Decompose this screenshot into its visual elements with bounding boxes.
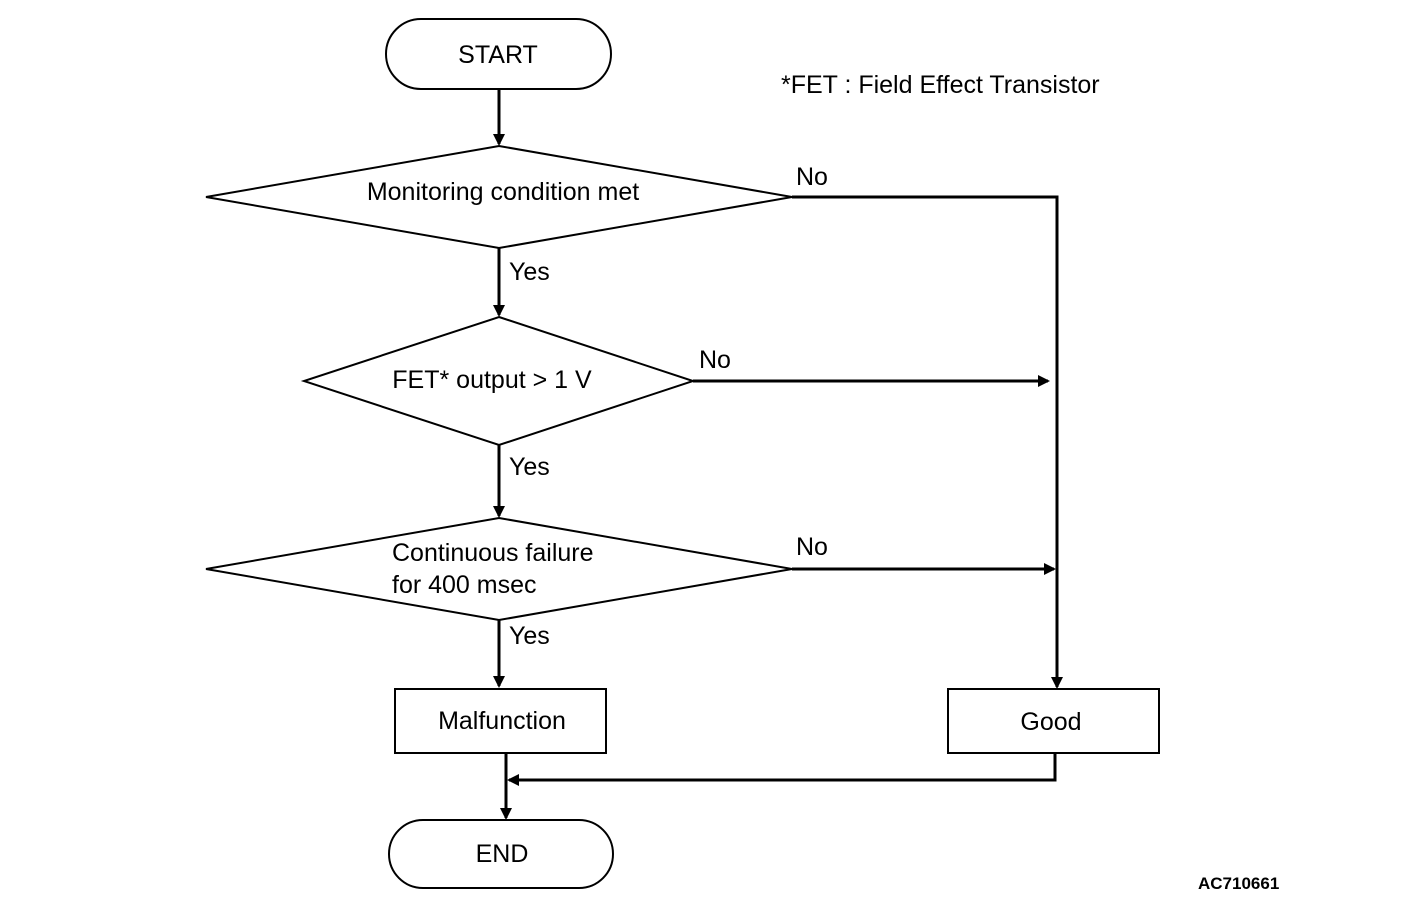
good-label: Good	[1020, 708, 1082, 736]
arrow-good-to-end	[507, 753, 1057, 786]
arrow-monitoring-no	[792, 195, 1063, 689]
figure-code: AC710661	[1198, 874, 1280, 893]
continuous-failure-label-line2: for 400 msec	[392, 571, 537, 599]
good-box	[947, 688, 1160, 754]
fet-footnote: *FET : Field Effect Transistor	[781, 71, 1100, 99]
malfunction-box	[394, 688, 607, 754]
continuous-failure-label-line1: Continuous failure	[392, 539, 594, 567]
edge-label-fet-no: No	[699, 346, 731, 374]
fet-output-label: FET* output > 1 V	[392, 366, 592, 394]
start-label: START	[458, 41, 538, 69]
edge-label-fet-yes: Yes	[509, 453, 550, 481]
edge-label-continuous-yes: Yes	[509, 622, 550, 650]
malfunction-label: Malfunction	[438, 707, 566, 735]
end-label: END	[475, 840, 529, 868]
edge-label-monitoring-yes: Yes	[509, 258, 550, 286]
edge-label-continuous-no: No	[796, 533, 828, 561]
end-terminal	[388, 819, 614, 889]
monitoring-condition-label: Monitoring condition met	[366, 178, 640, 206]
edge-label-monitoring-no: No	[796, 163, 828, 191]
decision-continuous-diamond	[205, 516, 793, 622]
